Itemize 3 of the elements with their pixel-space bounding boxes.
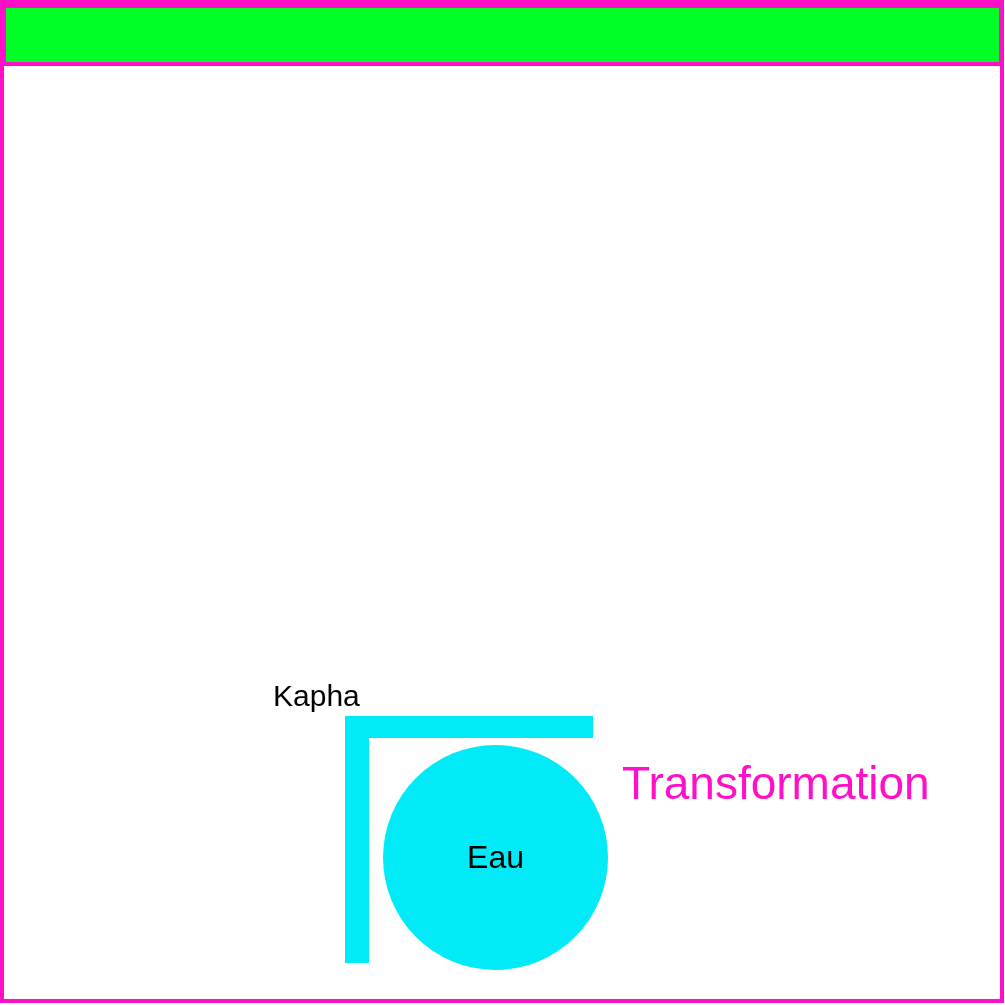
stage-label: Transformation xyxy=(622,760,930,806)
node-text: Eau xyxy=(467,839,524,876)
layer-label: Kapha xyxy=(273,681,360,711)
